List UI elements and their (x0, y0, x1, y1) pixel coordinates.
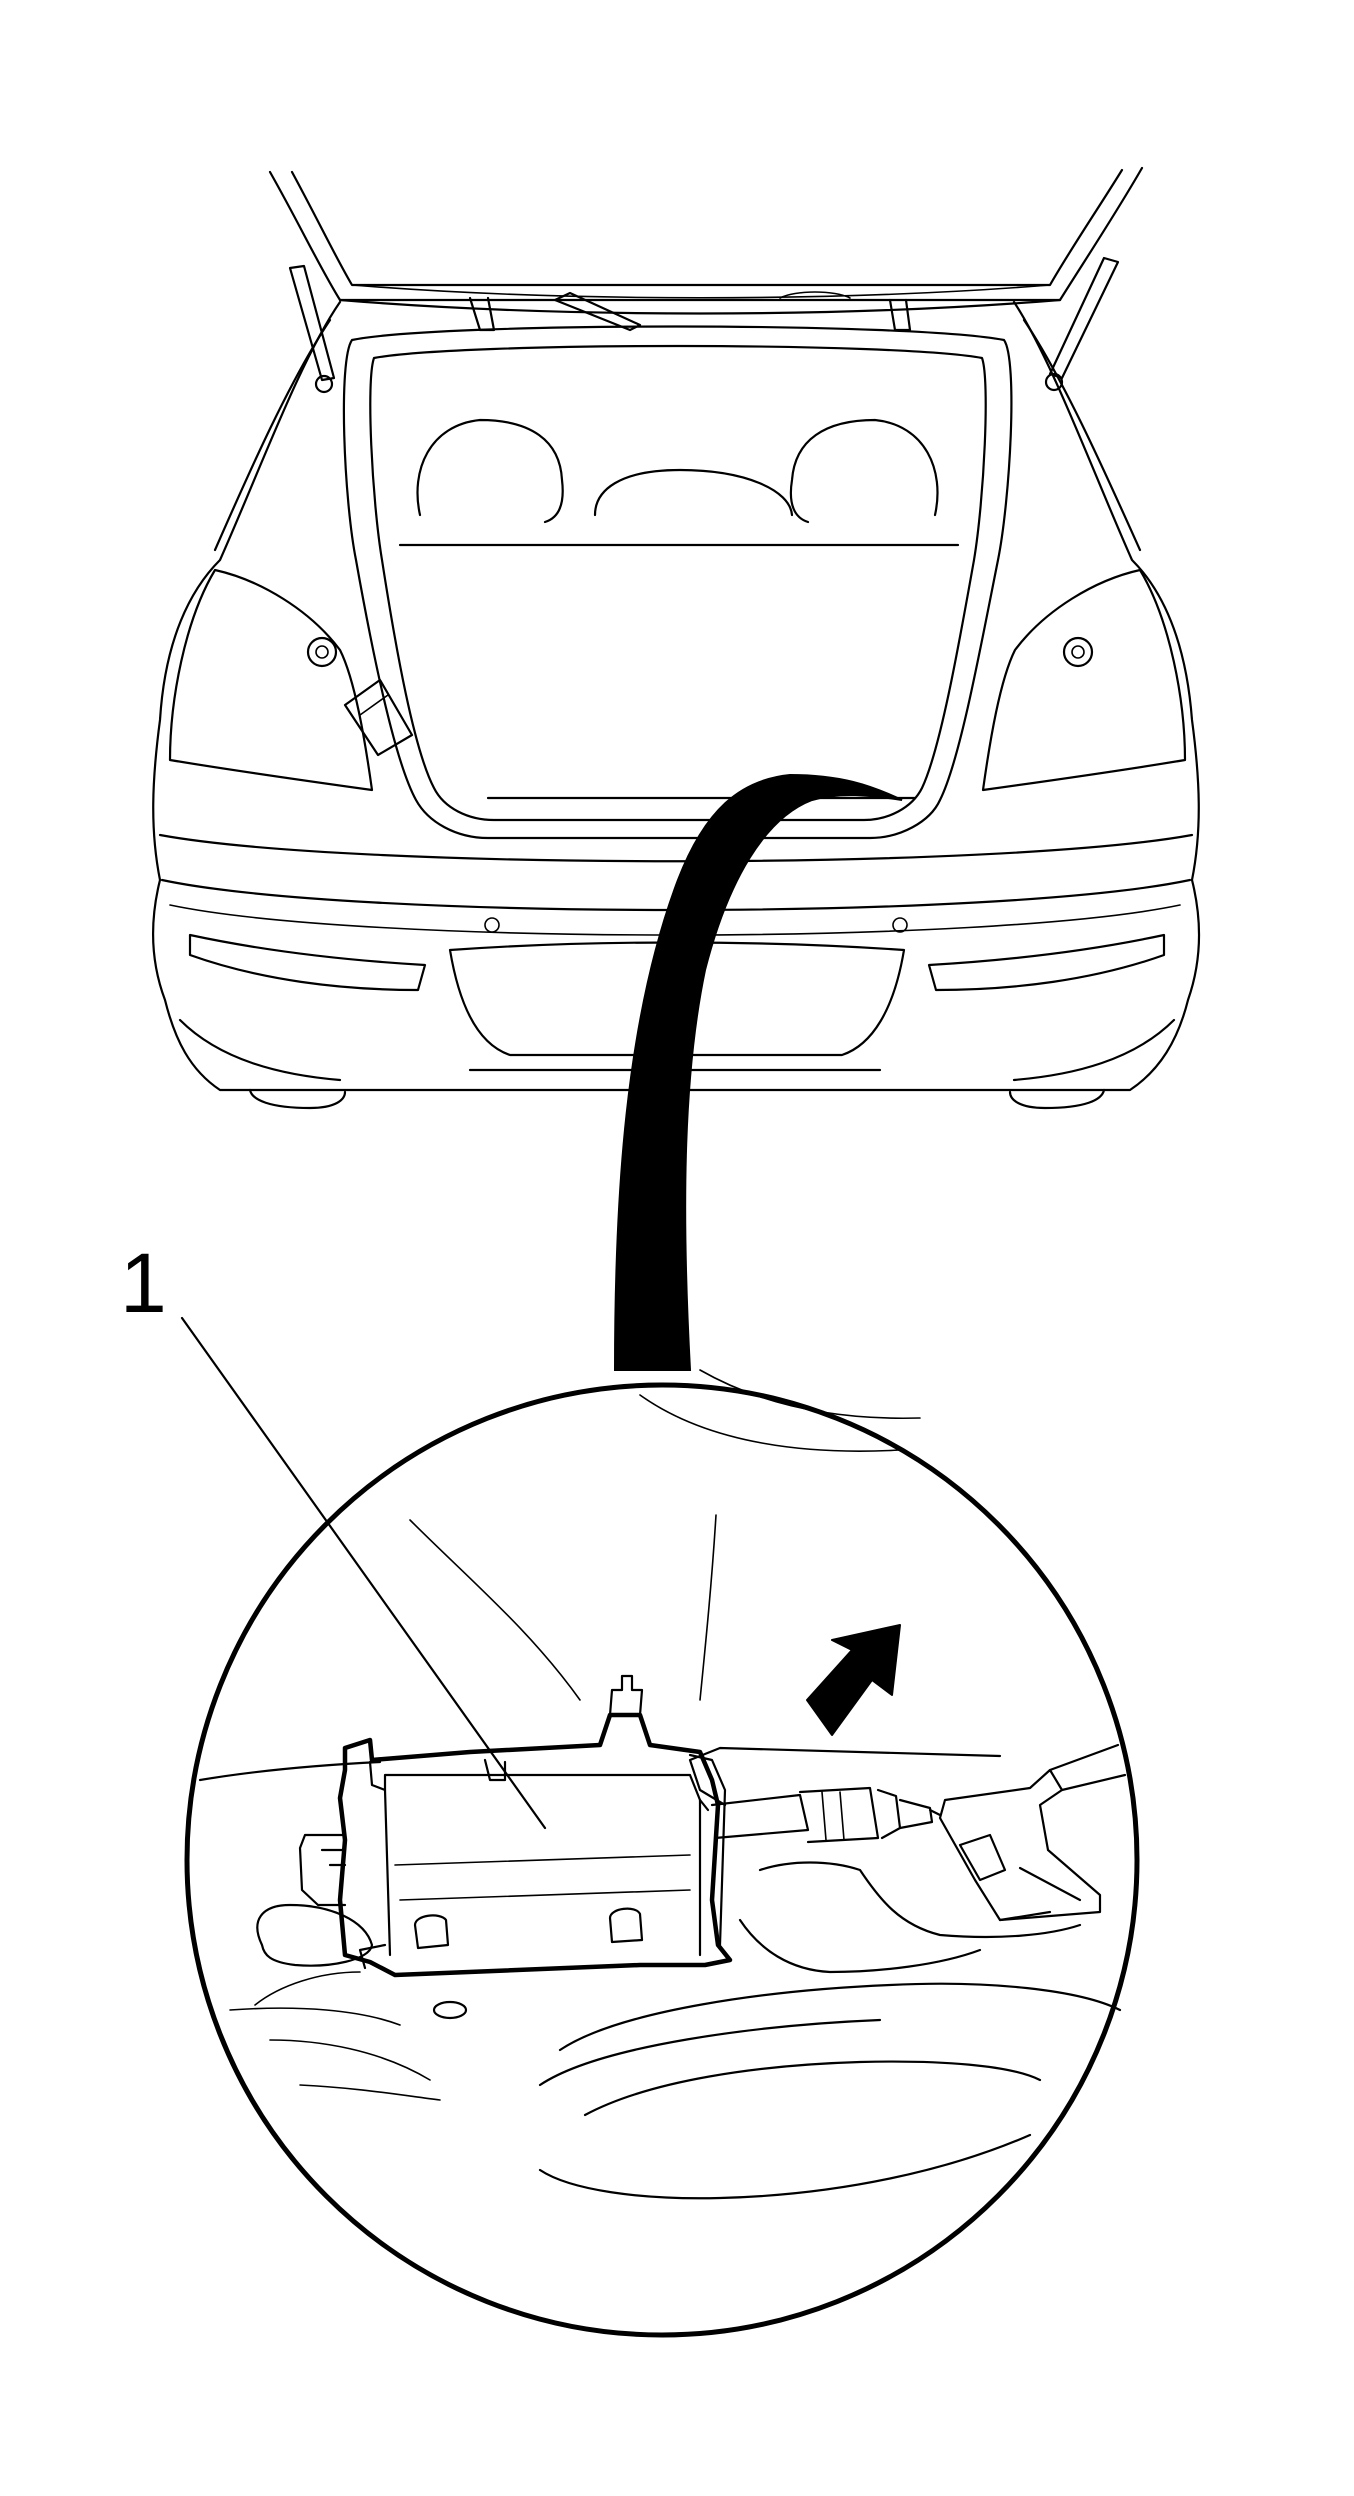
magnifier-pointer (613, 773, 903, 1371)
open-tailgate (268, 166, 1144, 332)
release-cable (710, 1786, 942, 1844)
callout-leader-line (180, 1316, 547, 1830)
callout-1: 1 (120, 1236, 547, 1830)
direction-arrow (806, 1624, 901, 1736)
tail-lights (168, 568, 1187, 792)
detail-magnifier (184, 1369, 1140, 2338)
luggage-compartment (306, 325, 1094, 840)
car-rear-view (151, 166, 1201, 1110)
actuator-module (298, 1674, 733, 1978)
tailgate-struts (288, 256, 1120, 394)
callout-label-1: 1 (120, 1236, 167, 1330)
cable-end-bracket (938, 1743, 1127, 1922)
